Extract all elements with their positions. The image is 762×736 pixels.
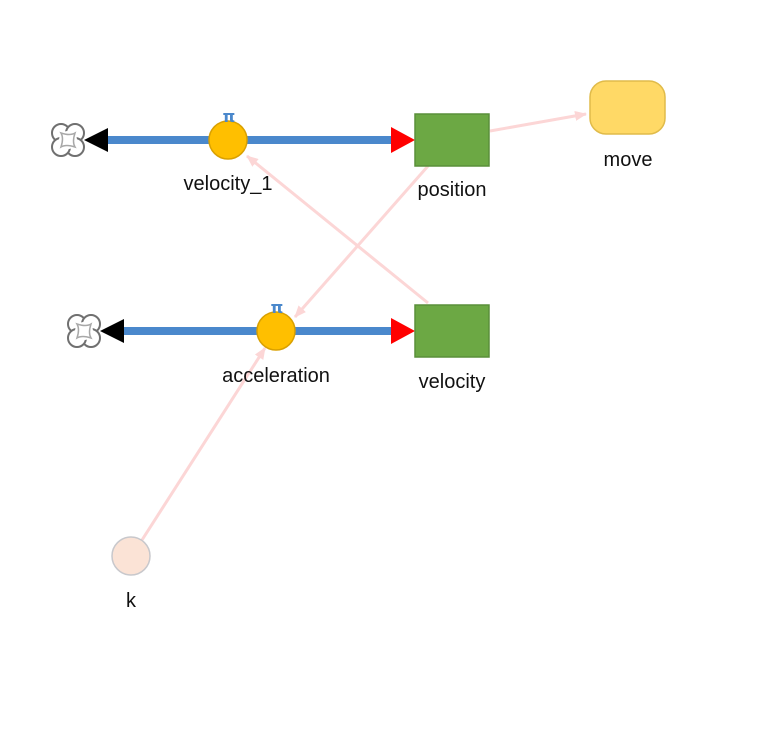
pi-icon: π: [223, 107, 236, 126]
variable-k[interactable]: [111, 536, 151, 576]
label-move: move: [604, 149, 653, 171]
label-acceleration: acceleration: [222, 365, 330, 387]
link-velocity-to-velocity_1[interactable]: [246, 154, 429, 305]
flow-arrow-acceleration-in: [391, 318, 415, 344]
link-position-to-move[interactable]: [489, 110, 587, 133]
label-velocity: velocity: [419, 371, 486, 393]
flow-arrow-acceleration-out: [100, 319, 124, 343]
cloud-icon[interactable]: [51, 123, 85, 157]
label-position: position: [418, 179, 487, 201]
label-velocity_1: velocity_1: [184, 173, 273, 195]
cloud-icon[interactable]: [67, 314, 101, 348]
pipes: [100, 136, 398, 335]
stock-velocity[interactable]: [414, 304, 490, 358]
stock-position[interactable]: [414, 113, 490, 167]
valve-acceleration[interactable]: π: [256, 298, 296, 351]
flow-arrow-velocity_1-out: [84, 128, 108, 152]
label-k: k: [126, 590, 137, 612]
valve-velocity_1[interactable]: π: [208, 107, 248, 160]
flow-arrow-velocity_1-in: [391, 127, 415, 153]
link-position-to-acceleration[interactable]: [293, 165, 430, 318]
flow-arrowheads: [84, 127, 415, 344]
module-move[interactable]: [589, 80, 666, 135]
pi-icon: π: [271, 298, 284, 317]
link-k-to-acceleration[interactable]: [140, 347, 267, 541]
links: [140, 110, 587, 541]
